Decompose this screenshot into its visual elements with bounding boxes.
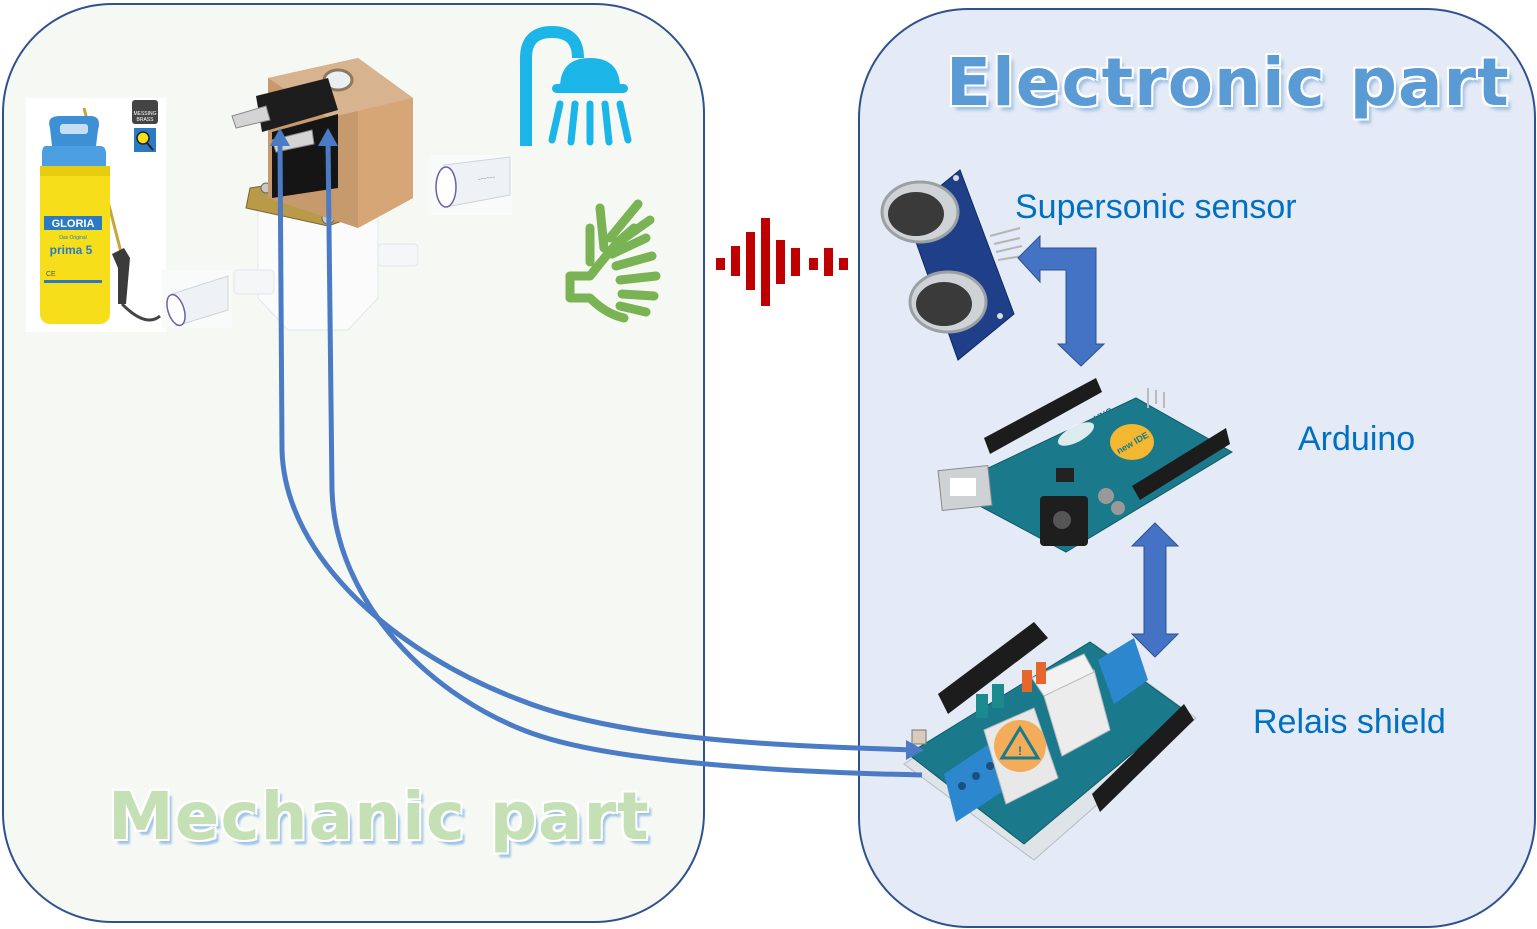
mechanic-part-title: Mechanic part <box>108 778 650 855</box>
sprayer-model: prima 5 <box>50 243 93 257</box>
relais-wire-arrowhead <box>906 740 924 760</box>
sprayer-subtitle: Das Original <box>59 235 87 241</box>
hand-wave-icon <box>565 199 661 323</box>
shower-icon <box>520 25 632 146</box>
arduino-relais-arrow <box>1130 522 1180 658</box>
sound-wave-icon <box>716 218 848 306</box>
relais-shield-label: Relais shield <box>1253 703 1446 741</box>
messing-badge-line2: BRASS <box>137 117 155 123</box>
wire-2-arrowhead <box>318 128 338 146</box>
electronic-part-title: Electronic part <box>946 44 1510 121</box>
arduino-label: Arduino <box>1298 420 1416 458</box>
plastic-tube-image: ~~~~~~ <box>430 155 512 215</box>
ce-mark: CE <box>46 271 56 278</box>
sprayer-brand: GLORIA <box>52 218 95 230</box>
messing-badge-line1: MESSING <box>133 111 156 117</box>
wire-1-arrowhead <box>270 128 290 146</box>
plastic-tube-image <box>162 270 232 328</box>
sensor-arduino-arrow <box>1017 234 1106 367</box>
wire-2 <box>325 139 923 778</box>
arduino-board-image: new IDE UNO <box>937 378 1233 553</box>
relais-shield-image: ! <box>903 622 1197 861</box>
svg-text:!: ! <box>1018 744 1022 758</box>
pressure-sprayer-image: GLORIA Das Original prima 5 CE MESSING B… <box>26 98 166 332</box>
wire-1 <box>277 139 919 753</box>
svg-text:~~~~~~: ~~~~~~ <box>477 175 495 183</box>
supersonic-sensor-label: Supersonic sensor <box>1015 188 1297 226</box>
ultrasonic-sensor-image <box>880 169 1023 361</box>
